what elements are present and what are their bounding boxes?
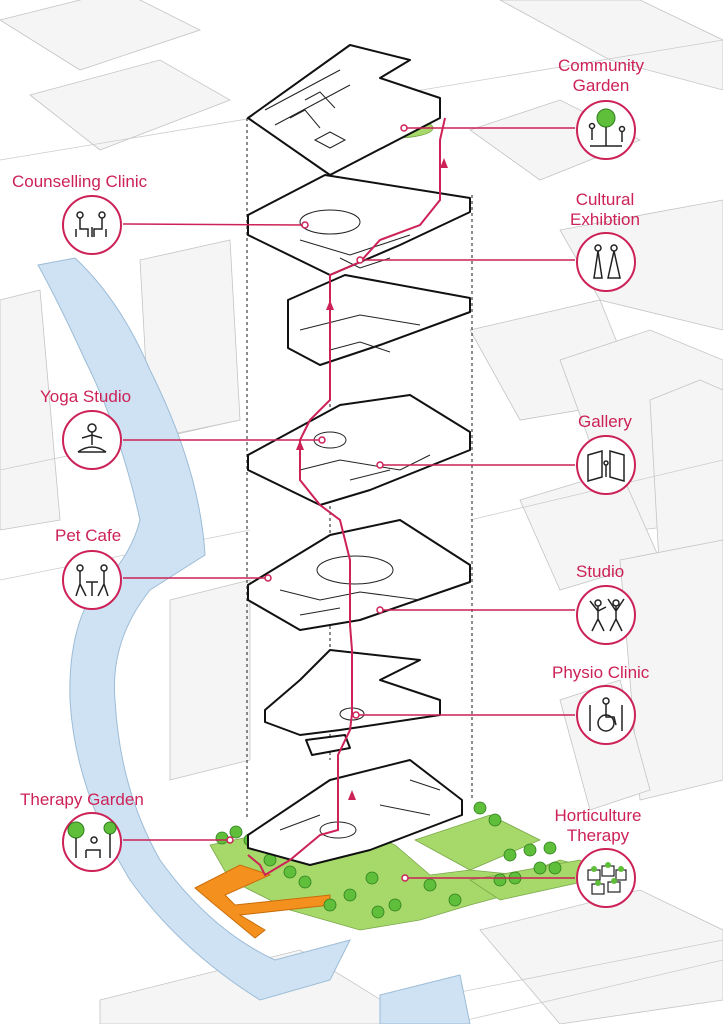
label-community-garden: Community Garden (558, 56, 644, 95)
floor-ground (247, 759, 463, 866)
label-counselling-clinic: Counselling Clinic (12, 172, 148, 191)
floor-plates (247, 44, 471, 866)
planting-beds-icon (576, 848, 636, 908)
label-therapy-garden: Therapy Garden (20, 790, 144, 809)
two-people-seated-talking-icon (62, 195, 122, 255)
river (37, 257, 351, 1001)
dancing-people-icon (576, 585, 636, 645)
people-at-table-icon (62, 550, 122, 610)
tree-and-gardeners-icon (576, 100, 636, 160)
label-gallery: Gallery (578, 412, 632, 431)
floor-6 (247, 519, 471, 631)
cultural-figures-icon (576, 232, 636, 292)
label-yoga-studio: Yoga Studio (40, 387, 132, 406)
wheelchair-icon (576, 685, 636, 745)
floor-4 (305, 734, 351, 756)
floor-8 (287, 274, 471, 366)
label-cultural-exhibition: Cultural Exhibtion (570, 190, 640, 229)
route-arrows (296, 158, 448, 800)
label-physio-clinic: Physio Clinic (552, 663, 650, 682)
circulation-route (247, 117, 446, 877)
floor-roof (247, 44, 441, 176)
meditating-person-icon (62, 410, 122, 470)
leader-lines (122, 124, 575, 882)
tree-and-bench-icon (62, 812, 122, 872)
label-pet-cafe: Pet Cafe (55, 526, 122, 545)
label-horticulture-therapy: Horticulture Therapy (554, 806, 642, 845)
viewing-artwork-icon (576, 435, 636, 495)
floor-7 (247, 394, 471, 506)
label-studio: Studio (576, 562, 625, 581)
